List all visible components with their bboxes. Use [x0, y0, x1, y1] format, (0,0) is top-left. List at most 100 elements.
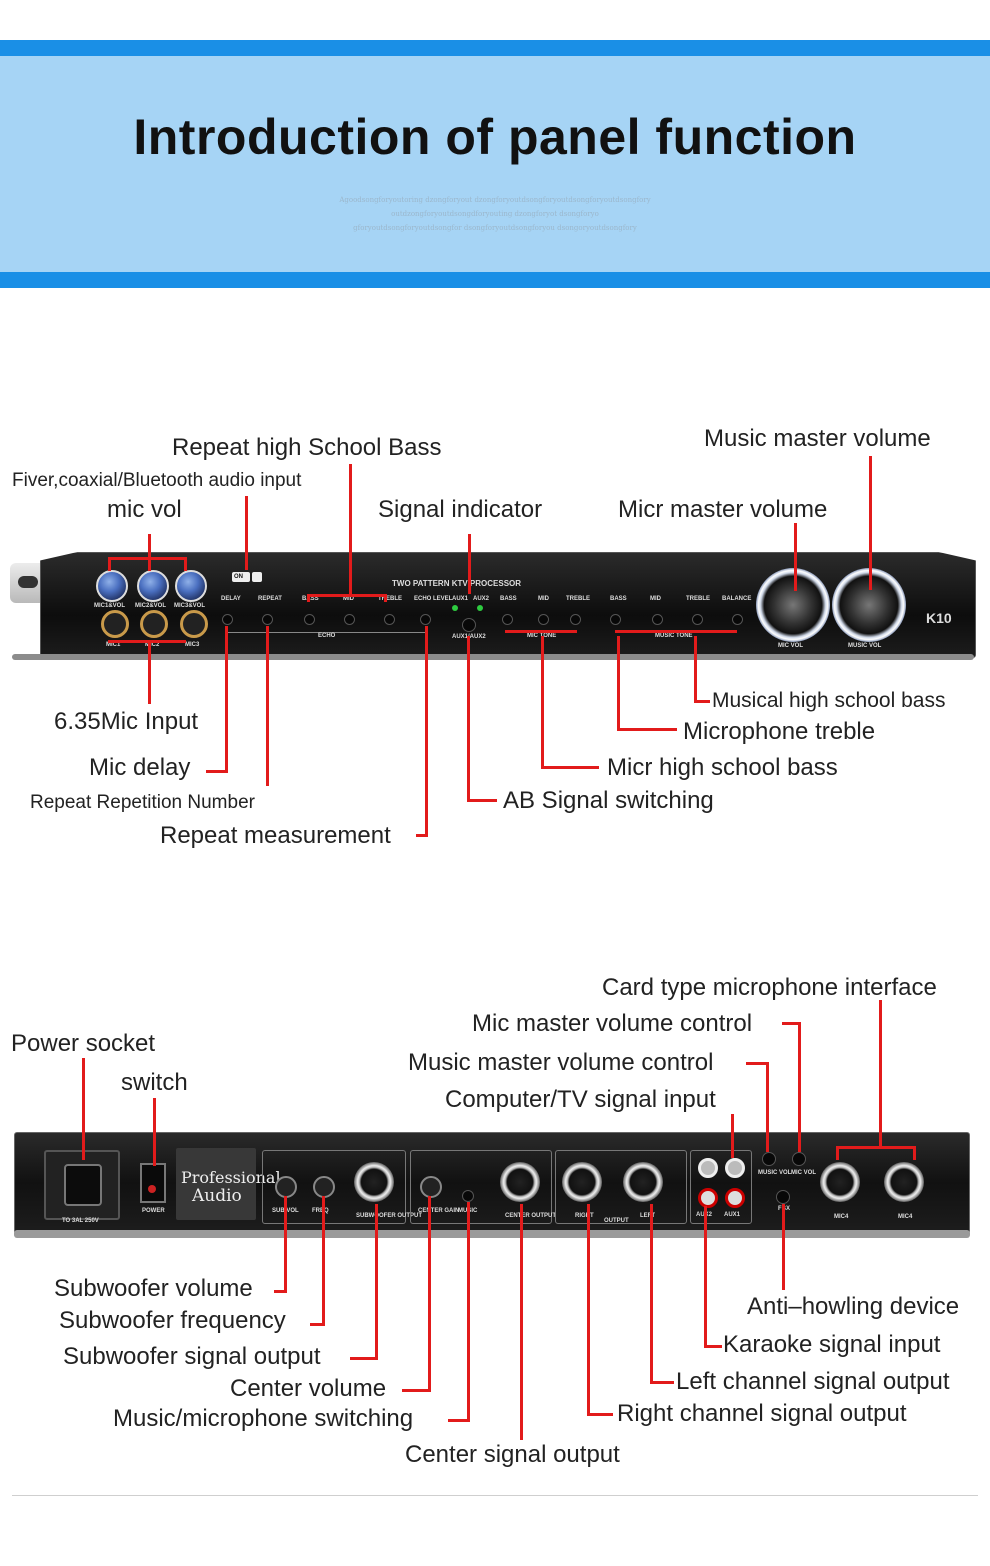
- leader-repeat-bass-h: [307, 594, 387, 597]
- mic4-label-2: MIC4: [898, 1214, 913, 1220]
- leader-sub-freq-h: [310, 1323, 325, 1326]
- leader-signal-indicator: [468, 534, 471, 594]
- leader-mic-vol-l: [108, 557, 111, 571]
- sub-freq-knob[interactable]: [313, 1176, 335, 1198]
- brand-line-1: Professional: [181, 1168, 281, 1187]
- leader-repeat-bass-l: [307, 594, 310, 602]
- delay-button[interactable]: [222, 614, 233, 625]
- mic-treble-button[interactable]: [570, 614, 581, 625]
- mic3-volume-knob[interactable]: [175, 570, 207, 602]
- mic-card-xlr-2[interactable]: [884, 1162, 924, 1202]
- leader-musical-bass-h: [694, 700, 710, 703]
- leader-karaoke: [704, 1206, 707, 1348]
- echo-group-label: ECHO: [318, 633, 336, 639]
- echo-treble-button[interactable]: [384, 614, 395, 625]
- leader-sub-output: [375, 1204, 378, 1360]
- leader-anti-howling: [782, 1204, 785, 1290]
- callout-center-output: Center signal output: [405, 1441, 620, 1468]
- power-rocker-switch[interactable]: [140, 1163, 166, 1203]
- callout-anti-howling: Anti–howling device: [747, 1293, 960, 1320]
- mic-master-volume-knob[interactable]: [756, 568, 830, 642]
- mic-mid-button[interactable]: [538, 614, 549, 625]
- leader-mic-delay: [225, 626, 228, 772]
- mic1-jack[interactable]: [101, 610, 129, 638]
- leader-musical-bass: [694, 636, 697, 702]
- balance-button[interactable]: [732, 614, 743, 625]
- callout-micr-bass: Micr high school bass: [607, 754, 838, 781]
- label-treble-1: TREBLE: [378, 596, 402, 602]
- aux1-rca-red[interactable]: [725, 1188, 745, 1208]
- knob-label-2: MIC2&VOL: [135, 603, 167, 609]
- leader-music-tone-h: [615, 630, 737, 633]
- subwoofer-xlr-output[interactable]: [354, 1162, 394, 1202]
- center-section: [410, 1150, 552, 1224]
- brand-plate: [176, 1148, 256, 1220]
- leader-left-output-h: [650, 1381, 674, 1384]
- aux2-rca-red[interactable]: [698, 1188, 718, 1208]
- left-xlr-output[interactable]: [623, 1162, 663, 1202]
- mic-vol-control[interactable]: [792, 1152, 806, 1166]
- mic1-volume-knob[interactable]: [96, 570, 128, 602]
- aux-switch-button[interactable]: [462, 618, 476, 632]
- leader-mic-tone-h: [505, 630, 577, 633]
- echo-mid-button[interactable]: [344, 614, 355, 625]
- mic2-volume-knob[interactable]: [137, 570, 169, 602]
- leader-mic-treble-h: [617, 728, 677, 731]
- leader-mic-vol-r: [184, 557, 187, 571]
- power-switch[interactable]: [232, 572, 250, 582]
- leader-center-output: [520, 1204, 523, 1440]
- leader-repeat-measure: [425, 626, 428, 836]
- mic-vol-label: MIC VOL: [778, 643, 803, 649]
- leader-repeat-number: [266, 626, 269, 786]
- label-bass-1: BASS: [302, 596, 319, 602]
- leader-mic-vol-h: [108, 557, 186, 560]
- callout-music-master: Music master volume: [704, 425, 931, 452]
- aux2-rca-white[interactable]: [698, 1158, 718, 1178]
- leader-micr-master: [794, 523, 797, 591]
- aux1-rca-white[interactable]: [725, 1158, 745, 1178]
- music-bass-button[interactable]: [610, 614, 621, 625]
- leader-card-mic-h: [836, 1146, 916, 1149]
- fbx-button[interactable]: [776, 1190, 790, 1204]
- center-gain-knob[interactable]: [420, 1176, 442, 1198]
- sub-vol-knob[interactable]: [275, 1176, 297, 1198]
- label-treble-3: TREBLE: [686, 596, 710, 602]
- music-treble-button[interactable]: [692, 614, 703, 625]
- power-socket[interactable]: [44, 1150, 120, 1220]
- callout-music-mic-switch: Music/microphone switching: [113, 1405, 414, 1432]
- label-mid-2: MID: [538, 596, 549, 602]
- music-mid-button[interactable]: [652, 614, 663, 625]
- leader-micr-bass-h: [541, 766, 599, 769]
- leader-mic-input-h: [108, 640, 186, 643]
- aux-section: [690, 1150, 752, 1224]
- leader-card-mic: [879, 1000, 882, 1148]
- label-aux2: AUX2: [473, 596, 490, 602]
- aux1-label: AUX1: [724, 1212, 741, 1218]
- callout-repeat-bass: Repeat high School Bass: [172, 434, 442, 461]
- mic3-jack[interactable]: [180, 610, 208, 638]
- music-vol-control[interactable]: [762, 1152, 776, 1166]
- leader-ab-switch-h: [467, 799, 497, 802]
- leader-switch: [153, 1098, 156, 1166]
- mic2-jack[interactable]: [140, 610, 168, 638]
- music-vol-label: MUSIC VOL: [848, 643, 882, 649]
- leader-mic-treble: [617, 636, 620, 730]
- model-label: K10: [926, 610, 952, 626]
- banner-bottom-stripe: [0, 272, 990, 288]
- music-mic-switch-button[interactable]: [462, 1190, 474, 1202]
- mic-card-xlr-1[interactable]: [820, 1162, 860, 1202]
- right-xlr-output[interactable]: [562, 1162, 602, 1202]
- callout-mic-input: 6.35Mic Input: [54, 708, 199, 735]
- leader-mic-master-ctrl-h: [782, 1022, 800, 1025]
- leader-sub-output-h: [350, 1357, 378, 1360]
- callout-sub-volume: Subwoofer volume: [54, 1275, 253, 1302]
- echo-bass-button[interactable]: [304, 614, 315, 625]
- banner-subtext-3: gforyoutdsongforyoutdsongfor dsongforyou…: [353, 224, 637, 232]
- leader-ab-switch: [467, 636, 470, 801]
- center-xlr-output[interactable]: [500, 1162, 540, 1202]
- mic-bass-button[interactable]: [502, 614, 513, 625]
- echo-level-button[interactable]: [420, 614, 431, 625]
- leader-music-master-ctrl: [766, 1062, 769, 1152]
- leader-center-volume-h: [402, 1389, 431, 1392]
- repeat-button[interactable]: [262, 614, 273, 625]
